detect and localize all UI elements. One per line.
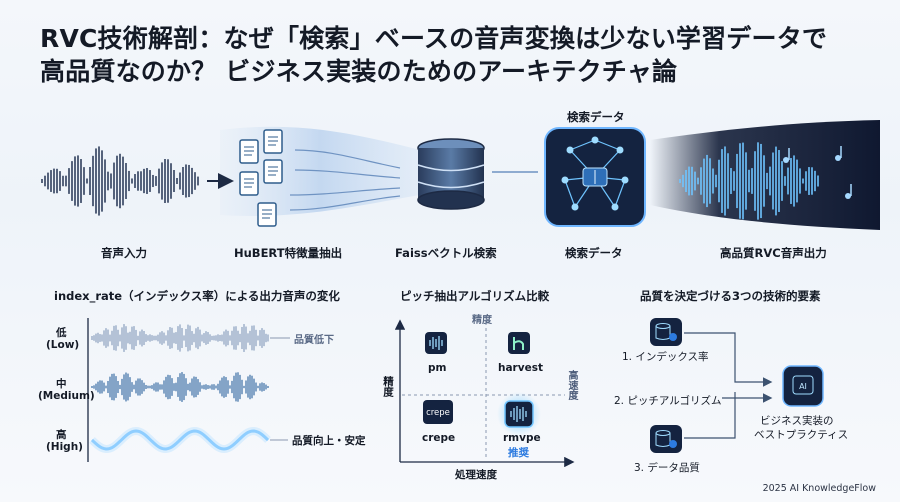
row-mid-sub: (Medium) — [38, 390, 95, 402]
algo-harvest: harvest — [498, 362, 543, 374]
stage-label-hubert: HuBERT特徴量抽出 — [234, 246, 343, 260]
quality-high-label: 品質向上・安定 — [292, 435, 366, 447]
high-index-wave-glow — [89, 426, 271, 454]
stage-label-search: 検索データ — [565, 246, 623, 260]
medium-index-wave — [91, 372, 269, 402]
title-line-1: RVC技術解剖：なぜ「検索」ベースの音声変換は少ない学習データで — [40, 24, 828, 53]
factor-connectors — [684, 332, 773, 439]
flow-arrows — [289, 149, 401, 211]
result-line-2: ベストプラクティス — [754, 429, 849, 441]
factor-1-db-icon — [650, 318, 682, 346]
row-high-level: 高 — [56, 429, 67, 441]
flow-band-dark — [650, 120, 880, 230]
algo-crepe: crepe — [422, 432, 456, 444]
stage-label-output: 高品質RVC音声出力 — [720, 246, 827, 260]
footer-credit: 2025 AI KnowledgeFlow — [762, 483, 876, 494]
quality-low-label: 品質低下 — [294, 335, 334, 346]
stage-label-faiss: Faissベクトル検索 — [395, 246, 497, 260]
factor-3-db-icon — [650, 425, 682, 453]
stage-label-input: 音声入力 — [101, 246, 147, 260]
row-low-level: 低 — [56, 327, 67, 339]
pitch-heading: ピッチ抽出アルゴリズム比較 — [400, 289, 550, 303]
neural-network-icon — [544, 127, 646, 227]
title-line-2: 高品質なのか？ ビジネス実装のためのアーキテクチャ論 — [40, 57, 678, 86]
ai-icon: AI — [782, 365, 824, 407]
harvest-icon — [508, 332, 530, 354]
factor-2-label: 2. ピッチアルゴリズム — [614, 395, 722, 407]
input-waveform — [41, 146, 199, 216]
pitch-x-axis-right: 高速度 — [566, 370, 577, 400]
page-title: RVC技術解剖：なぜ「検索」ベースの音声変換は少ない学習データで 高品質なのか？… — [40, 22, 870, 88]
algo-rmvpe-note: 推奨 — [508, 447, 529, 459]
row-high-sub: (High) — [46, 441, 83, 453]
factor-1-label: 1. インデックス率 — [622, 351, 709, 363]
row-low-sub: (Low) — [46, 339, 80, 351]
crepe-icon: crepe — [423, 400, 453, 424]
low-index-wave — [91, 324, 269, 352]
factor-3-label: 3. データ品質 — [634, 462, 700, 474]
pm-icon — [425, 332, 447, 354]
music-note-icons — [783, 146, 852, 199]
hubert-documents — [239, 129, 283, 227]
ai-icon-text: AI — [799, 382, 807, 391]
output-waveform — [679, 142, 819, 220]
index-rate-heading: index_rate（インデックス率）による出力音声の変化 — [54, 289, 340, 303]
factors-heading: 品質を決定づける3つの技術的要素 — [640, 289, 821, 303]
row-mid-level: 中 — [56, 378, 67, 390]
result-line-1: ビジネス実装の — [760, 415, 834, 427]
pitch-y-axis-label: 精度 — [382, 376, 394, 397]
pitch-x-axis-label: 処理速度 — [455, 469, 497, 481]
database-icon — [417, 138, 485, 210]
algo-rmvpe: rmvpe — [503, 432, 541, 444]
crepe-icon-text: crepe — [426, 408, 450, 418]
algo-pm: pm — [428, 362, 447, 374]
db-top-label: 検索データ — [567, 110, 625, 124]
rmvpe-icon — [497, 392, 541, 436]
pitch-y-axis-top: 精度 — [472, 315, 492, 326]
